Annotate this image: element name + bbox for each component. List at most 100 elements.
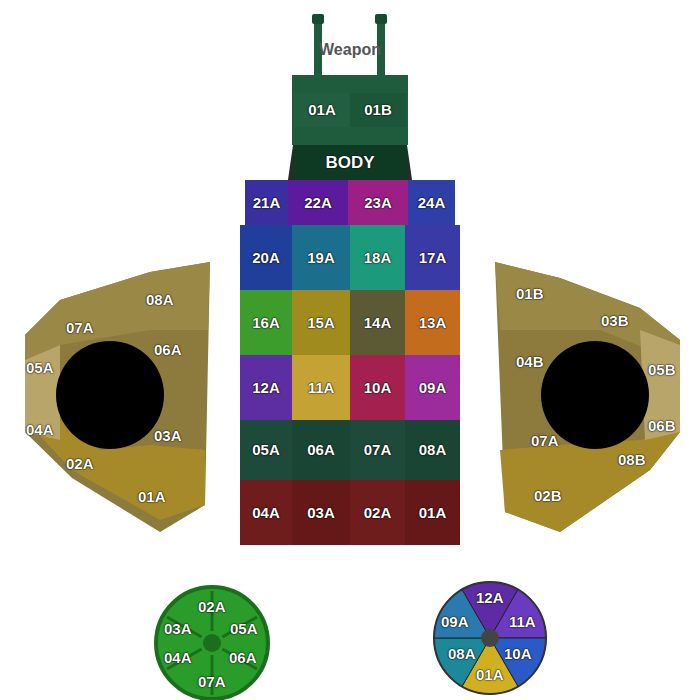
antenna-tip: [375, 14, 387, 24]
part-number: 03A: [162, 618, 194, 640]
part-label: 18A: [364, 249, 392, 267]
body-region: 07A: [350, 420, 405, 480]
part-label: 04B: [516, 353, 544, 370]
part-label: 20A: [252, 249, 280, 267]
part-number: 02A: [64, 453, 96, 475]
part-label: 02A: [198, 598, 226, 615]
part-label: 07A: [198, 673, 226, 690]
part-label: 05A: [252, 441, 280, 459]
part-label: 19A: [307, 249, 335, 267]
weapon-part: Weapon01A01B: [292, 75, 408, 145]
part-number: 11A: [507, 611, 538, 633]
body-region: 22A: [288, 180, 348, 225]
part-label: 21A: [253, 194, 281, 212]
part-label: 06B: [648, 417, 676, 434]
part-label: 22A: [304, 194, 332, 212]
body-region: 12A: [240, 355, 292, 420]
part-label: 07A: [531, 432, 559, 449]
part-label: 01A: [476, 666, 504, 683]
part-region: 01B: [350, 93, 406, 127]
part-label: Weapon: [292, 41, 408, 59]
part-number: 08B: [616, 449, 648, 471]
body-region: 09A: [405, 355, 460, 420]
antenna-tip: [312, 14, 324, 24]
part-number: 05A: [24, 357, 56, 379]
part-label: 03B: [601, 312, 629, 329]
body-region: 10A: [350, 355, 405, 420]
part-number: 05A: [228, 618, 260, 640]
part-label: 13A: [419, 314, 447, 332]
part-label: 12A: [252, 379, 280, 397]
part-label: 07A: [66, 319, 94, 336]
part-label: 02A: [364, 504, 392, 522]
part-label: 06A: [307, 441, 335, 459]
part-number: 07A: [64, 317, 96, 339]
body-region: 15A: [292, 290, 350, 355]
part-label: 02B: [534, 487, 562, 504]
part-number: 08A: [144, 289, 176, 311]
body-region: 01A: [405, 480, 460, 545]
body-region: 23A: [348, 180, 408, 225]
right-side-panel: [495, 262, 680, 532]
part-number: 01A: [474, 664, 506, 686]
part-label: 04A: [26, 421, 54, 438]
body-region: 03A: [292, 480, 350, 545]
part-label: 06A: [154, 341, 182, 358]
body-region: 02A: [350, 480, 405, 545]
part-label: 11A: [509, 613, 536, 630]
part-number: 02A: [196, 596, 228, 618]
part-number: 01A: [136, 486, 168, 508]
body-region: 05A: [240, 420, 292, 480]
part-number: 10A: [502, 643, 534, 665]
part-label: 08B: [618, 451, 646, 468]
right-disc: [434, 582, 546, 694]
part-label: 01A: [308, 101, 336, 119]
part-label: 03A: [164, 620, 192, 637]
part-label: 11A: [308, 379, 335, 397]
part-number: 03B: [599, 310, 631, 332]
part-label: 14A: [364, 314, 392, 332]
part-label: 10A: [364, 379, 392, 397]
body-region: 21A: [245, 180, 288, 225]
part-label: 01A: [419, 504, 447, 522]
body-region: 19A: [292, 225, 350, 290]
part-number: 04A: [162, 647, 194, 669]
body-region: 24A: [408, 180, 455, 225]
part-number: 07A: [529, 430, 561, 452]
part-number: 08A: [446, 643, 478, 665]
part-label: 05A: [26, 359, 54, 376]
part-label: 08A: [448, 645, 476, 662]
left-disc: [156, 587, 268, 699]
part-number: 02B: [532, 485, 564, 507]
part-label: 08A: [146, 291, 174, 308]
part-number: 09A: [439, 611, 471, 633]
part-label: 06A: [229, 649, 257, 666]
part-number: 01B: [514, 283, 546, 305]
part-label: 01B: [516, 285, 544, 302]
part-label: 08A: [419, 441, 447, 459]
part-label: 23A: [364, 194, 392, 212]
part-label: 04A: [164, 649, 192, 666]
part-number: 06A: [227, 647, 259, 669]
part-label: 17A: [419, 249, 447, 267]
part-label: 03A: [307, 504, 335, 522]
part-number: 06A: [152, 339, 184, 361]
part-label: 02A: [66, 455, 94, 472]
part-label: 01B: [364, 101, 392, 119]
part-number: 03A: [152, 425, 184, 447]
body-region: 13A: [405, 290, 460, 355]
part-label: 15A: [307, 314, 335, 332]
part-label: 16A: [252, 314, 280, 332]
body-region: 20A: [240, 225, 292, 290]
part-number: 12A: [474, 587, 506, 609]
part-label: 03A: [154, 427, 182, 444]
body-part: BODY21A22A23A24A20A19A18A17A16A15A14A13A…: [240, 145, 460, 545]
part-label: 12A: [476, 589, 504, 606]
left-side-panel: [25, 262, 210, 532]
body-region: 08A: [405, 420, 460, 480]
part-number: 07A: [196, 671, 228, 693]
part-label: 24A: [418, 194, 446, 212]
part-label: 04A: [252, 504, 280, 522]
body-region: 14A: [350, 290, 405, 355]
body-region: 16A: [240, 290, 292, 355]
